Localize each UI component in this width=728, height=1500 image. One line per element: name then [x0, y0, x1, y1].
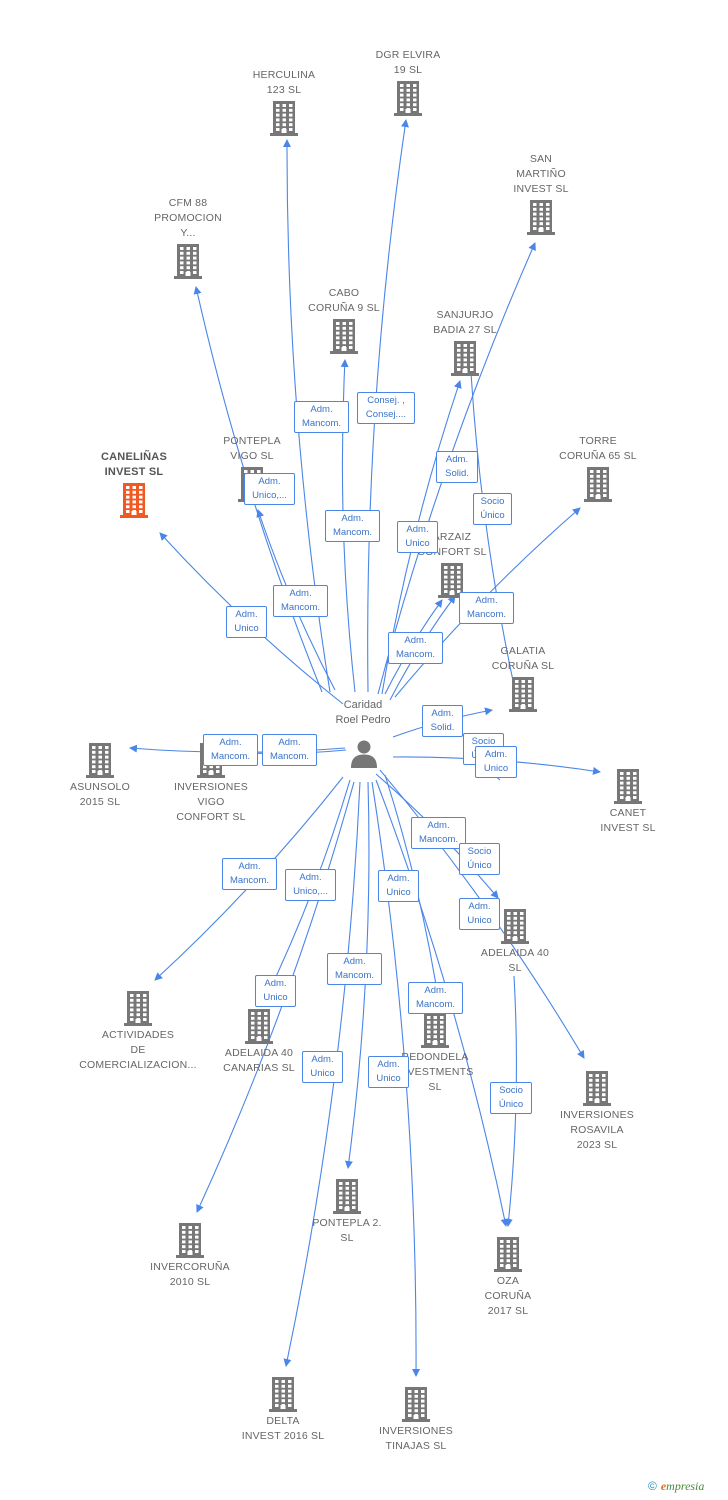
role-badge-dgr[interactable]: Consej. ,Consej....: [357, 392, 415, 424]
role-badge-actividades[interactable]: Adm.Mancom.: [222, 858, 277, 890]
building-icon: [245, 1009, 273, 1044]
building-icon: [584, 467, 612, 502]
role-badge-cfm[interactable]: Adm.Mancom.: [273, 585, 328, 617]
role-badge-rosavila[interactable]: Adm.Unico: [459, 898, 500, 930]
role-badge-tinajas[interactable]: Adm.Unico: [368, 1056, 409, 1088]
building-icon: [120, 483, 148, 518]
building-icon: [494, 1237, 522, 1272]
building-icon: [174, 244, 202, 279]
building-icon: [86, 743, 114, 778]
building-icon: [527, 200, 555, 235]
role-badge-delta[interactable]: Adm.Unico: [302, 1051, 343, 1083]
role-badge-pontepla2[interactable]: Adm.Mancom.: [327, 953, 382, 985]
role-badge-canelinas[interactable]: Adm.Unico: [226, 606, 267, 638]
building-icon: [333, 1179, 361, 1214]
role-badge-asunsolo[interactable]: Adm.Mancom.: [203, 734, 258, 766]
building-icon: [394, 81, 422, 116]
role-badge-herculina[interactable]: Adm.Mancom.: [294, 401, 349, 433]
company-node-pontepla2[interactable]: PONTEPLA 2.SL: [287, 1176, 407, 1246]
role-badge-pontepla-vigo[interactable]: Adm.Unico,...: [244, 473, 295, 505]
role-badge-canet[interactable]: Adm.Unico: [475, 746, 517, 778]
person-icon[interactable]: [349, 738, 379, 773]
building-icon: [438, 563, 466, 598]
role-badge-redondela-unico[interactable]: Adm.Unico: [378, 870, 419, 902]
role-badge-cabo[interactable]: Adm.Mancom.: [325, 510, 380, 542]
building-icon: [269, 1377, 297, 1412]
role-badge-inv-vigo[interactable]: Adm.Mancom.: [262, 734, 317, 766]
building-icon: [583, 1071, 611, 1106]
role-badge-arzaiz-unico[interactable]: Adm.Unico: [397, 521, 438, 553]
building-icon: [124, 991, 152, 1026]
role-badge-sanmartino[interactable]: Adm.Solid.: [436, 451, 478, 483]
building-icon: [451, 341, 479, 376]
building-icon: [421, 1013, 449, 1048]
role-badge-arzaiz-mancom[interactable]: Adm.Mancom.: [388, 632, 443, 664]
role-badge-adelaida-can[interactable]: Adm.Unico,...: [285, 869, 336, 901]
building-icon: [176, 1223, 204, 1258]
company-label: PONTEPLA 2.SL: [312, 1217, 382, 1244]
building-icon: [270, 101, 298, 136]
role-badge-invercoruna[interactable]: Adm.Unico: [255, 975, 296, 1007]
building-icon: [501, 909, 529, 944]
building-icon: [509, 677, 537, 712]
building-icon: [614, 769, 642, 804]
center-person-label[interactable]: Caridad Roel Pedro: [335, 699, 391, 726]
role-badge-redondela[interactable]: Adm.Mancom.: [408, 982, 463, 1014]
role-badge-galatia[interactable]: Adm.Solid.: [422, 705, 463, 737]
role-badge-torre[interactable]: Adm.Mancom.: [459, 592, 514, 624]
building-icon: [402, 1387, 430, 1422]
building-icon: [330, 319, 358, 354]
role-badge-adelaida40-mancom[interactable]: Adm.Mancom.: [411, 817, 466, 849]
empresia-logo[interactable]: ©empresia: [648, 1479, 705, 1493]
